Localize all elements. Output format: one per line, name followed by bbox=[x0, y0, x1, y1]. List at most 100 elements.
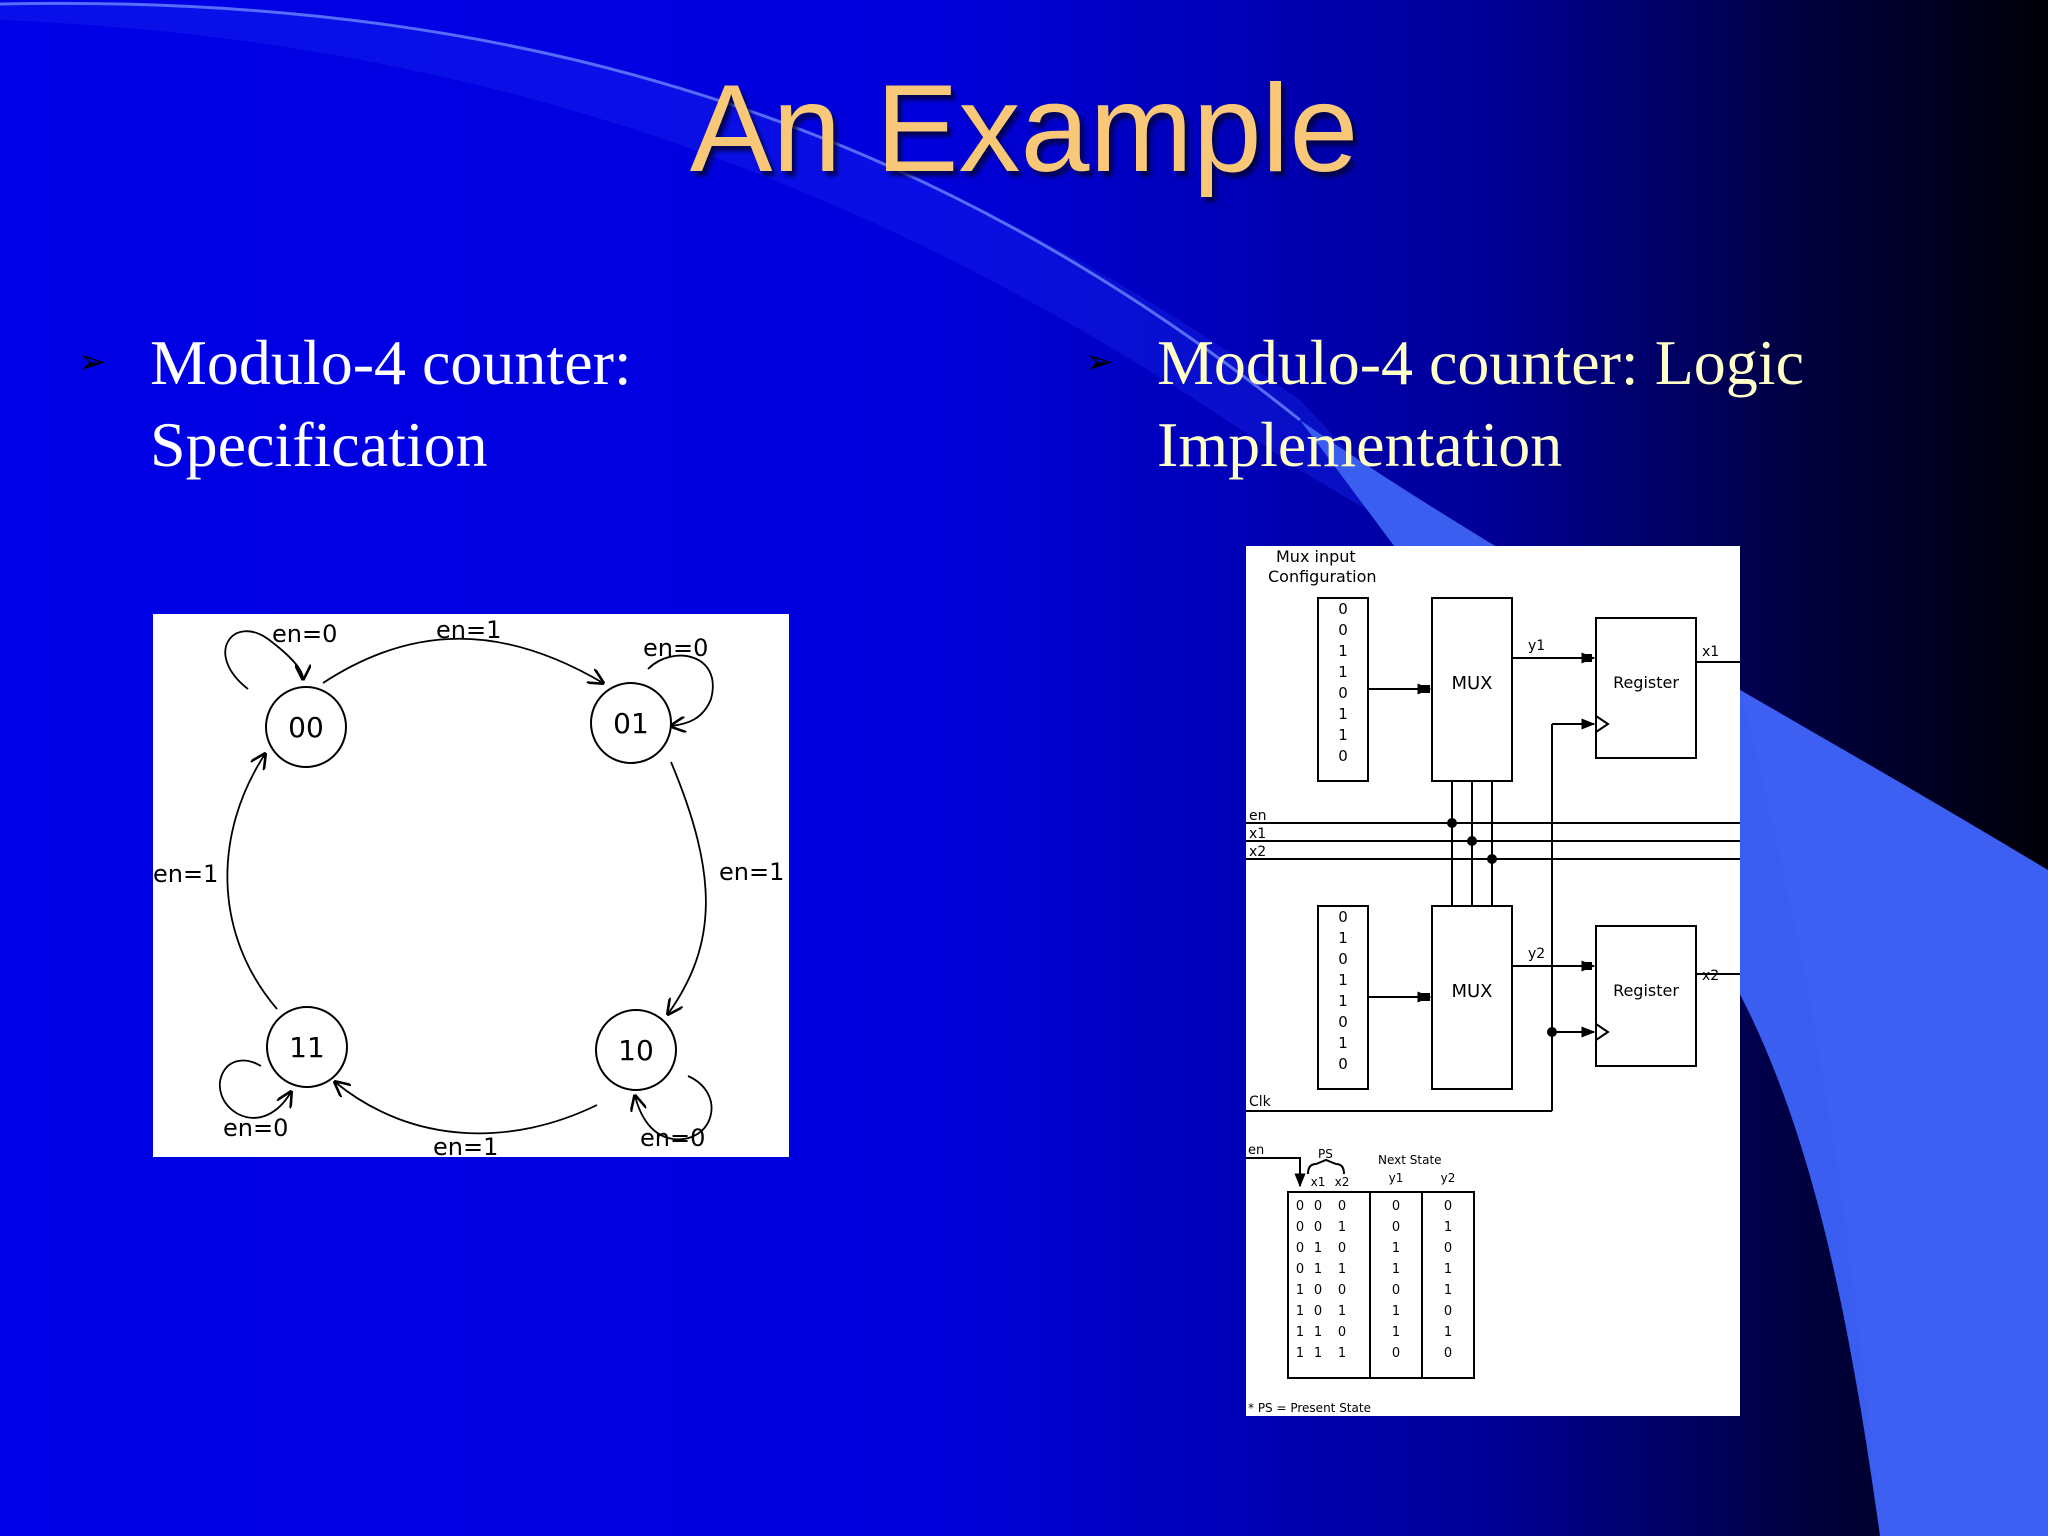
config-top-bit: 0 bbox=[1338, 621, 1348, 639]
config-bottom-bit: 1 bbox=[1338, 1034, 1348, 1052]
x1-bus-label: x1 bbox=[1249, 826, 1266, 842]
truth-table-cell: 0 bbox=[1338, 1283, 1346, 1298]
truth-table-cell: 1 bbox=[1296, 1304, 1304, 1319]
table-col-y2: y2 bbox=[1441, 1171, 1456, 1185]
truth-table-cell: 0 bbox=[1296, 1262, 1304, 1277]
truth-table-cell: 1 bbox=[1338, 1304, 1346, 1319]
register-bottom bbox=[1595, 925, 1697, 1067]
truth-table-cell: 1 bbox=[1392, 1304, 1400, 1319]
label-00-01: en=1 bbox=[436, 616, 501, 644]
y1-label: y1 bbox=[1528, 638, 1545, 654]
config-bottom-bit: 1 bbox=[1338, 971, 1348, 989]
register-top-label: Register bbox=[1613, 673, 1679, 692]
truth-table-cell: 1 bbox=[1338, 1262, 1346, 1277]
bullet-implementation: ➢ Modulo-4 counter: Logic Implementation bbox=[1085, 322, 1977, 486]
mux-bottom-label: MUX bbox=[1451, 981, 1492, 1002]
truth-table-cell: 1 bbox=[1296, 1325, 1304, 1340]
label-self-11: en=0 bbox=[223, 1114, 288, 1142]
x1-output-label: x1 bbox=[1702, 644, 1719, 660]
truth-table-cell: 1 bbox=[1444, 1283, 1452, 1298]
self-loop-00 bbox=[224, 630, 303, 690]
config-top-bit: 1 bbox=[1338, 705, 1348, 723]
self-loop-01 bbox=[647, 654, 714, 726]
state-11: 11 bbox=[289, 1031, 325, 1064]
config-top-bit: 1 bbox=[1338, 726, 1348, 744]
transition-00-01 bbox=[322, 637, 603, 683]
config-top-bit: 1 bbox=[1338, 663, 1348, 681]
label-11-00: en=1 bbox=[153, 860, 218, 888]
truth-table-cell: 0 bbox=[1444, 1346, 1452, 1361]
truth-table-cell: 1 bbox=[1314, 1262, 1322, 1277]
truth-table-cell: 1 bbox=[1392, 1325, 1400, 1340]
config-bottom-bit: 1 bbox=[1338, 992, 1348, 1010]
truth-table-cell: 0 bbox=[1314, 1304, 1322, 1319]
clk-label: Clk bbox=[1249, 1094, 1272, 1110]
config-top-bit: 0 bbox=[1338, 600, 1348, 618]
bullet-specification: ➢ Modulo-4 counter: Specification bbox=[78, 322, 910, 486]
table-col-x2: x2 bbox=[1335, 1175, 1350, 1189]
truth-table-cell: 1 bbox=[1314, 1346, 1322, 1361]
truth-table-cell: 1 bbox=[1444, 1220, 1452, 1235]
register-top bbox=[1595, 617, 1697, 759]
truth-table-cell: 1 bbox=[1392, 1241, 1400, 1256]
config-top-bit: 0 bbox=[1338, 747, 1348, 765]
bullet-arrow-icon: ➢ bbox=[78, 344, 107, 381]
y2-label: y2 bbox=[1528, 946, 1545, 962]
footnote: * PS = Present State bbox=[1248, 1401, 1371, 1415]
truth-table-cell: 1 bbox=[1444, 1325, 1452, 1340]
slide-title: An Example bbox=[689, 60, 1359, 198]
config-bottom-bit: 0 bbox=[1338, 1013, 1348, 1031]
truth-table-cell: 1 bbox=[1338, 1346, 1346, 1361]
truth-table-cell: 0 bbox=[1392, 1199, 1400, 1214]
truth-table-cell: 0 bbox=[1296, 1220, 1304, 1235]
truth-table-cell: 1 bbox=[1296, 1346, 1304, 1361]
self-loop-10 bbox=[635, 1075, 713, 1141]
table-next-state-label: Next State bbox=[1378, 1153, 1442, 1167]
config-top-bit: 0 bbox=[1338, 684, 1348, 702]
truth-table-cell: 0 bbox=[1444, 1241, 1452, 1256]
state-01: 01 bbox=[613, 707, 649, 740]
state-00: 00 bbox=[288, 711, 324, 744]
x2-output-label: x2 bbox=[1702, 968, 1719, 984]
configuration-label: Configuration bbox=[1268, 567, 1377, 586]
register-bottom-label: Register bbox=[1613, 981, 1679, 1000]
truth-table-cell: 1 bbox=[1314, 1241, 1322, 1256]
table-col-y1: y1 bbox=[1389, 1171, 1404, 1185]
truth-table-cell: 1 bbox=[1296, 1283, 1304, 1298]
truth-table-cell: 0 bbox=[1444, 1199, 1452, 1214]
bullet-text: Modulo-4 counter: Logic Implementation bbox=[1157, 327, 1804, 480]
truth-table-cell: 0 bbox=[1392, 1220, 1400, 1235]
truth-table-cell: 0 bbox=[1338, 1199, 1346, 1214]
table-en-label: en bbox=[1248, 1143, 1264, 1158]
truth-table-cell: 1 bbox=[1392, 1262, 1400, 1277]
state-diagram: 00 01 11 10 en=0 en=1 en=0 en=1 en=1 en=… bbox=[153, 614, 789, 1157]
config-top-bit: 1 bbox=[1338, 642, 1348, 660]
transition-11-00 bbox=[226, 754, 278, 1010]
label-10-11: en=1 bbox=[433, 1133, 498, 1157]
truth-table-cell: 0 bbox=[1314, 1220, 1322, 1235]
self-loop-11 bbox=[219, 1059, 291, 1119]
truth-table-cell: 0 bbox=[1296, 1241, 1304, 1256]
truth-table-cell: 0 bbox=[1392, 1346, 1400, 1361]
mux-input-label: Mux input bbox=[1276, 547, 1356, 566]
truth-table-cell: 1 bbox=[1314, 1325, 1322, 1340]
config-bottom-bit: 0 bbox=[1338, 1055, 1348, 1073]
truth-table-cell: 0 bbox=[1314, 1283, 1322, 1298]
truth-table-cell: 0 bbox=[1444, 1304, 1452, 1319]
label-self-01: en=0 bbox=[643, 634, 708, 662]
truth-table-cell: 0 bbox=[1314, 1199, 1322, 1214]
config-bottom-bit: 0 bbox=[1338, 908, 1348, 926]
label-self-00: en=0 bbox=[272, 620, 337, 648]
state-10: 10 bbox=[618, 1034, 654, 1067]
truth-table-cell: 0 bbox=[1338, 1241, 1346, 1256]
en-bus-label: en bbox=[1249, 808, 1267, 824]
bullet-text: Modulo-4 counter: Specification bbox=[150, 327, 632, 480]
truth-table-cell: 0 bbox=[1338, 1325, 1346, 1340]
table-ps-label: PS bbox=[1318, 1147, 1333, 1161]
x2-bus-label: x2 bbox=[1249, 844, 1266, 860]
bullet-arrow-icon: ➢ bbox=[1085, 344, 1114, 381]
transition-01-10 bbox=[668, 761, 707, 1014]
mux-top-label: MUX bbox=[1451, 673, 1492, 694]
